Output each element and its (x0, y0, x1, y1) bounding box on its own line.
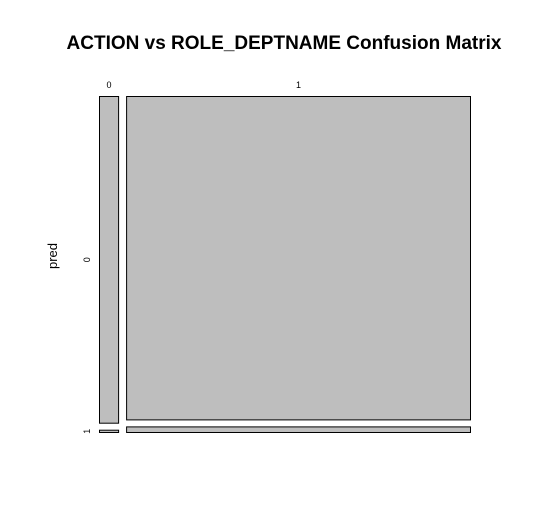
mosaic-cells (99, 96, 471, 434)
y-tick-label: 1 (82, 429, 92, 434)
x-tick-label: 1 (296, 80, 301, 90)
y-tick-labels: 01 (82, 257, 92, 434)
mosaic-cell (99, 429, 120, 434)
mosaic-cell (126, 426, 471, 433)
y-tick-label: 0 (82, 257, 92, 262)
y-axis-label: pred (45, 243, 60, 269)
chart-title: ACTION vs ROLE_DEPTNAME Confusion Matrix (67, 33, 502, 54)
mosaic-cell (126, 96, 471, 421)
x-tick-label: 0 (106, 80, 111, 90)
mosaic-cell (99, 96, 120, 424)
